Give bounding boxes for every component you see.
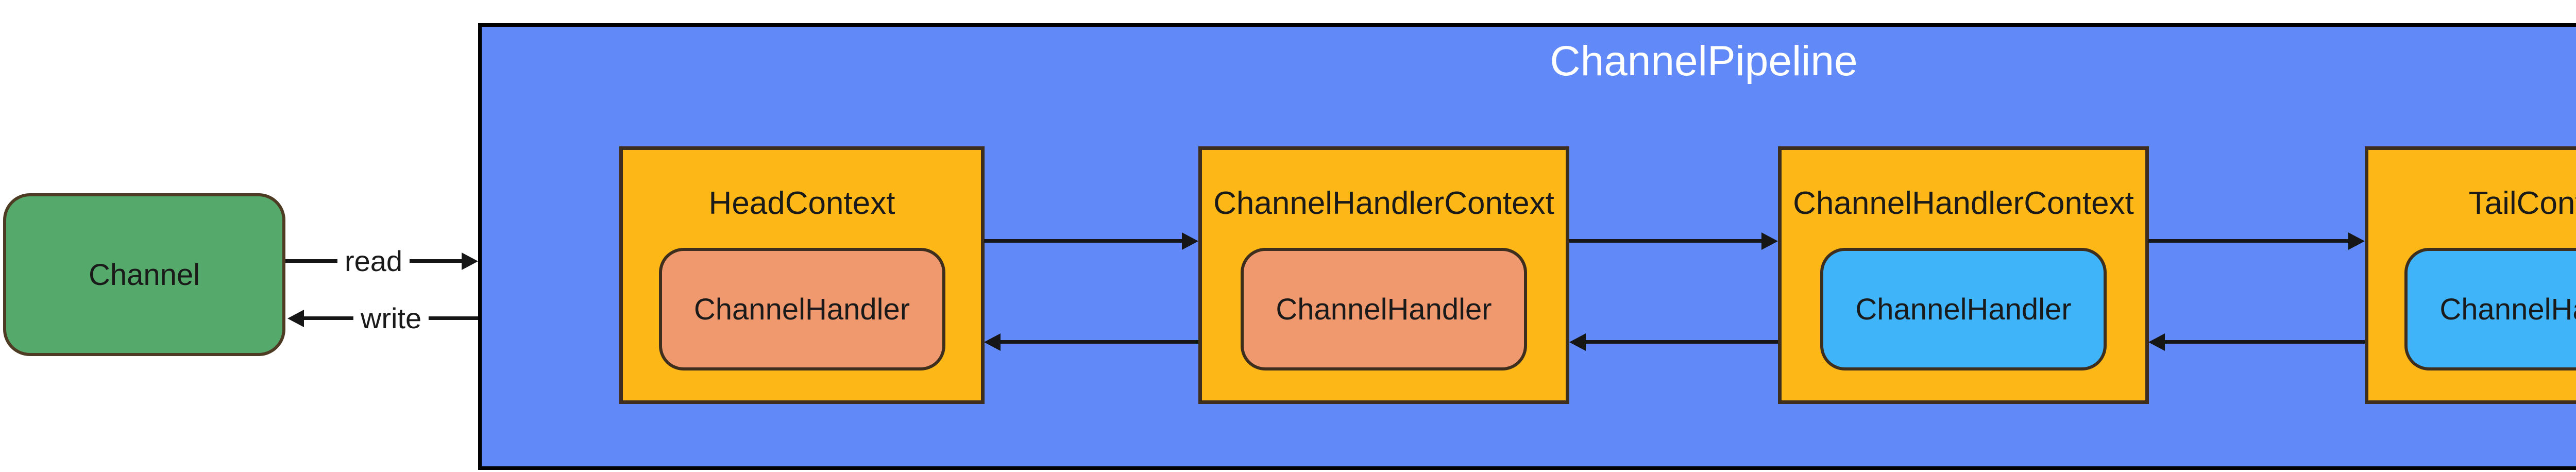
context-box-head: HeadContext ChannelHandler <box>619 146 985 404</box>
channel-handler-box: ChannelHandler <box>1820 248 2107 370</box>
write-arrow-label: write <box>353 302 429 334</box>
channel-handler-box: ChannelHandler <box>2404 248 2576 370</box>
forward-arrow-2 <box>1569 239 1761 243</box>
channel-handler-box: ChannelHandler <box>658 248 945 370</box>
channel-label: Channel <box>88 258 200 292</box>
channel-handler-label: ChannelHandler <box>2439 292 2576 326</box>
backward-arrow-3 <box>2165 340 2365 344</box>
pipeline-title: ChannelPipeline <box>1550 38 1858 85</box>
context-title: ChannelHandlerContext <box>1793 186 2134 221</box>
backward-arrow-1 <box>1001 340 1198 344</box>
backward-arrow-2 <box>1586 340 1778 344</box>
forward-arrow-1 <box>984 239 1182 243</box>
context-title: HeadContext <box>708 186 895 221</box>
channel-handler-label: ChannelHandler <box>1855 292 2072 326</box>
context-title: ChannelHandlerContext <box>1213 186 1554 221</box>
context-box-tail: TailContext ChannelHandler <box>2365 146 2576 404</box>
read-arrow: read <box>285 245 462 277</box>
context-box-handler-1: ChannelHandlerContext ChannelHandler <box>1198 146 1569 404</box>
context-box-handler-2: ChannelHandlerContext ChannelHandler <box>1778 146 2149 404</box>
channel-handler-label: ChannelHandler <box>1276 292 1492 326</box>
context-title: TailContext <box>2468 186 2576 221</box>
channel-handler-box: ChannelHandler <box>1241 248 1527 370</box>
channel-box: Channel <box>3 193 285 356</box>
channel-handler-label: ChannelHandler <box>693 292 910 326</box>
read-arrow-label: read <box>337 245 410 277</box>
forward-arrow-3 <box>2148 239 2348 243</box>
write-arrow: write <box>304 302 478 334</box>
